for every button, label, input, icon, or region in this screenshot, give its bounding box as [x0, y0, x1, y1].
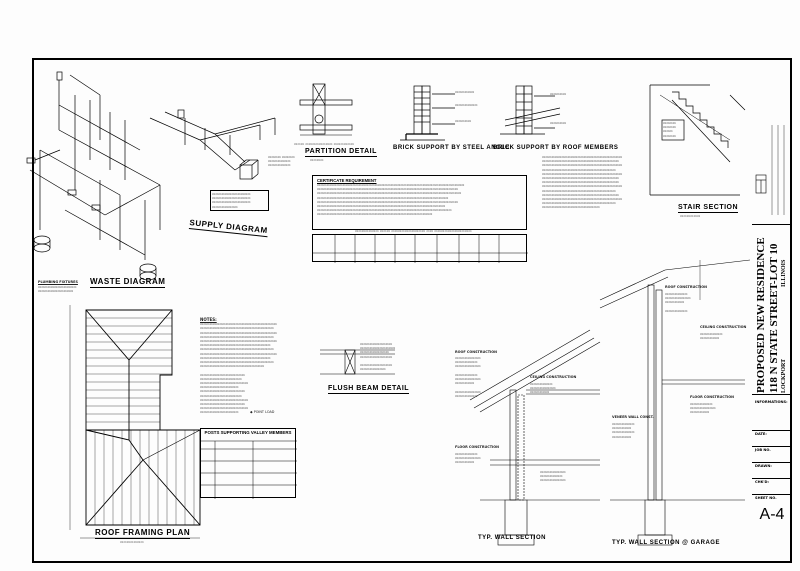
veneer-wall-label: VENEER WALL CONST. — [612, 415, 654, 419]
drawn-label: DRAWN: — [755, 464, 772, 468]
table-caption: ▭▭▭▭▭▭▭ ▭▭▭ ▭▭▭▭▭▭▭▭▭▭ ▭▭ ▭▭▭▭▭▭▭▭▭▭▭ — [355, 229, 472, 233]
plumbing-fixtures-text: ▭▭▭▭▭▭▭▭▭▭▭▭▭▭▭▭▭▭▭▭▭▭▭ — [38, 285, 77, 294]
posts-table: POSTS SUPPORTING VALLEY MEMBERS — [200, 428, 297, 499]
floor-construction-label-1: FLOOR CONSTRUCTION — [455, 445, 500, 449]
partition-scale: ▭▭▭▭ — [310, 158, 324, 162]
partition-note: ▭▭▭ ▭▭▭▭▭▭▭▭ ▭▭▭▭▭▭ — [294, 142, 355, 146]
energy-table — [312, 234, 528, 263]
floor-construction-label-2: FLOOR CONSTRUCTION — [690, 395, 735, 399]
project-info: PROPOSED NEW RESIDENCE 118 N STATE STREE… — [752, 225, 792, 395]
roof-framing-plan-title: ROOF FRAMING PLAN — [95, 528, 191, 539]
tb-divider-3 — [752, 462, 792, 463]
tb-divider-1 — [752, 430, 792, 431]
typ-wall-section-title: TYP. WALL SECTION — [478, 535, 546, 541]
project-name: PROPOSED NEW RESIDENCE — [755, 237, 767, 393]
tb-divider-2 — [752, 446, 792, 447]
wall-callouts-1: ▭▭▭▭▭▭▭▭▭▭▭▭▭▭▭▭▭▭▭▭▭▭▭ — [540, 470, 566, 483]
sheet-number: A-4 — [759, 506, 785, 523]
project-city: LOCKPORT — [781, 358, 787, 393]
sheet-border — [32, 58, 792, 563]
project-address: 118 N STATE STREET-LOT 10 — [768, 243, 780, 393]
floor-callouts-2: ▭▭▭▭▭▭▭▭▭▭▭▭▭▭▭▭▭▭▭▭▭ — [690, 402, 716, 415]
general-notes-text: ▭▭▭▭▭▭▭▭▭▭▭▭▭▭▭▭▭▭▭▭▭▭▭▭▭▭▭▭▭▭▭▭▭▭▭▭▭▭▭▭… — [542, 155, 623, 210]
ceiling-callouts-2: ▭▭▭▭▭▭▭▭▭▭▭▭▭ — [700, 332, 723, 341]
plumbing-fixtures-note: PLUMBING FIXTURES — [38, 280, 78, 284]
roof-construction-label-1: ROOF CONSTRUCTION — [455, 350, 497, 354]
point-load-label: POINT LOAD — [253, 410, 275, 414]
brick-support-roof-title: BRICK SUPPORT BY ROOF MEMBERS — [493, 145, 619, 151]
roof-callouts-2: ▭▭▭▭▭▭▭▭▭▭▭▭▭▭▭▭▭▭▭▭▭▭▭▭▭▭▭▭ — [665, 292, 691, 313]
roof-notes: NOTES:▭▭▭▭▭▭▭▭▭▭▭▭▭▭▭▭▭▭▭▭▭▭▭▭▭▭▭▭▭▭▭▭▭▭… — [200, 317, 277, 415]
ceiling-callouts-1: ▭▭▭▭▭▭▭▭▭▭▭▭▭▭▭▭▭▭▭▭▭ — [530, 382, 556, 395]
point-load-legend: ◆ POINT LOAD — [250, 410, 275, 414]
partition-detail-title: PARTITION DETAIL — [305, 148, 377, 157]
supply-note-box: ▭▭▭▭▭▭▭▭▭▭▭▭▭▭▭▭▭▭▭▭▭▭▭▭▭▭▭▭▭▭▭▭▭▭▭▭▭▭▭▭… — [210, 190, 269, 211]
project-state: ILLINOIS — [781, 259, 787, 287]
flush-beam-title: FLUSH BEAM DETAIL — [328, 385, 410, 394]
posts-table-title: POSTS SUPPORTING VALLEY MEMBERS — [204, 430, 292, 435]
roof-members-callouts: ▭▭▭▭▭▭▭▭▭▭ — [550, 92, 567, 126]
steel-angle-callouts: ▭▭▭▭▭▭▭▭▭▭▭▭▭▭▭▭▭▭ — [455, 90, 478, 124]
roof-construction-callouts-1: ▭▭▭▭▭▭▭▭▭▭▭▭▭▭▭▭▭▭▭▭▭▭▭▭▭▭▭▭▭▭▭▭▭▭▭▭▭▭▭▭… — [455, 356, 481, 398]
ceiling-construction-label-1: CEILING CONSTRUCTION — [530, 375, 577, 379]
certificate-box: CERTIFICATE REQUIREMENT ▭▭▭▭▭▭▭▭▭▭▭▭▭▭▭▭… — [312, 175, 527, 230]
roof-plan-scale: ▭▭▭▭▭▭▭ — [120, 540, 144, 544]
notes-title: NOTES: — [200, 317, 217, 322]
tb-divider-4 — [752, 478, 792, 479]
certificate-text: ▭▭▭▭▭▭▭▭▭▭▭▭▭▭▭▭▭▭▭▭▭▭▭▭▭▭▭▭▭▭▭▭▭▭▭▭▭▭▭▭… — [317, 183, 465, 217]
certificate-title: CERTIFICATE REQUIREMENT — [317, 178, 377, 183]
water-heater-note: ▭▭▭▭ ▭▭▭▭▭▭▭▭▭▭▭▭▭▭▭▭▭▭ — [268, 155, 295, 168]
job-no-label: JOB NO. — [755, 448, 771, 452]
date-label: DATE: — [755, 432, 767, 436]
floor-callouts-1: ▭▭▭▭▭▭▭▭▭▭▭▭▭▭▭▭▭▭▭▭▭ — [455, 452, 481, 465]
typ-wall-garage-title: TYP. WALL SECTION @ GARAGE — [612, 540, 720, 546]
ceiling-construction-label-2: CEILING CONSTRUCTION — [700, 325, 747, 329]
roof-construction-label-2: ROOF CONSTRUCTION — [665, 285, 707, 289]
flush-beam-callouts: ▭▭▭▭▭▭▭▭▭▭▭▭▭▭▭▭▭▭▭▭▭▭▭▭▭▭▭▭▭▭▭▭▭▭▭▭▭▭▭▭… — [360, 342, 396, 372]
informations-label: INFORMATIONS: — [755, 400, 788, 404]
chkd-label: CHK'D: — [755, 480, 769, 484]
sheet-no-label: SHEET NO. — [755, 496, 777, 500]
tb-divider-5 — [752, 494, 792, 495]
veneer-callouts: ▭▭▭▭▭▭▭▭▭▭▭▭▭▭▭▭▭▭▭▭▭▭▭▭▭▭ — [612, 422, 635, 439]
stair-note: ▭▭▭▭▭▭▭▭▭▭▭▭▭▭▭ — [663, 121, 676, 138]
stair-section-title: STAIR SECTION — [678, 204, 739, 213]
stair-scale: ▭▭▭▭▭▭ — [680, 214, 701, 218]
architect-stamp — [752, 115, 792, 225]
brick-support-steel-title: BRICK SUPPORT BY STEEL ANGLE — [393, 145, 510, 151]
waste-diagram-title: WASTE DIAGRAM — [90, 277, 166, 288]
